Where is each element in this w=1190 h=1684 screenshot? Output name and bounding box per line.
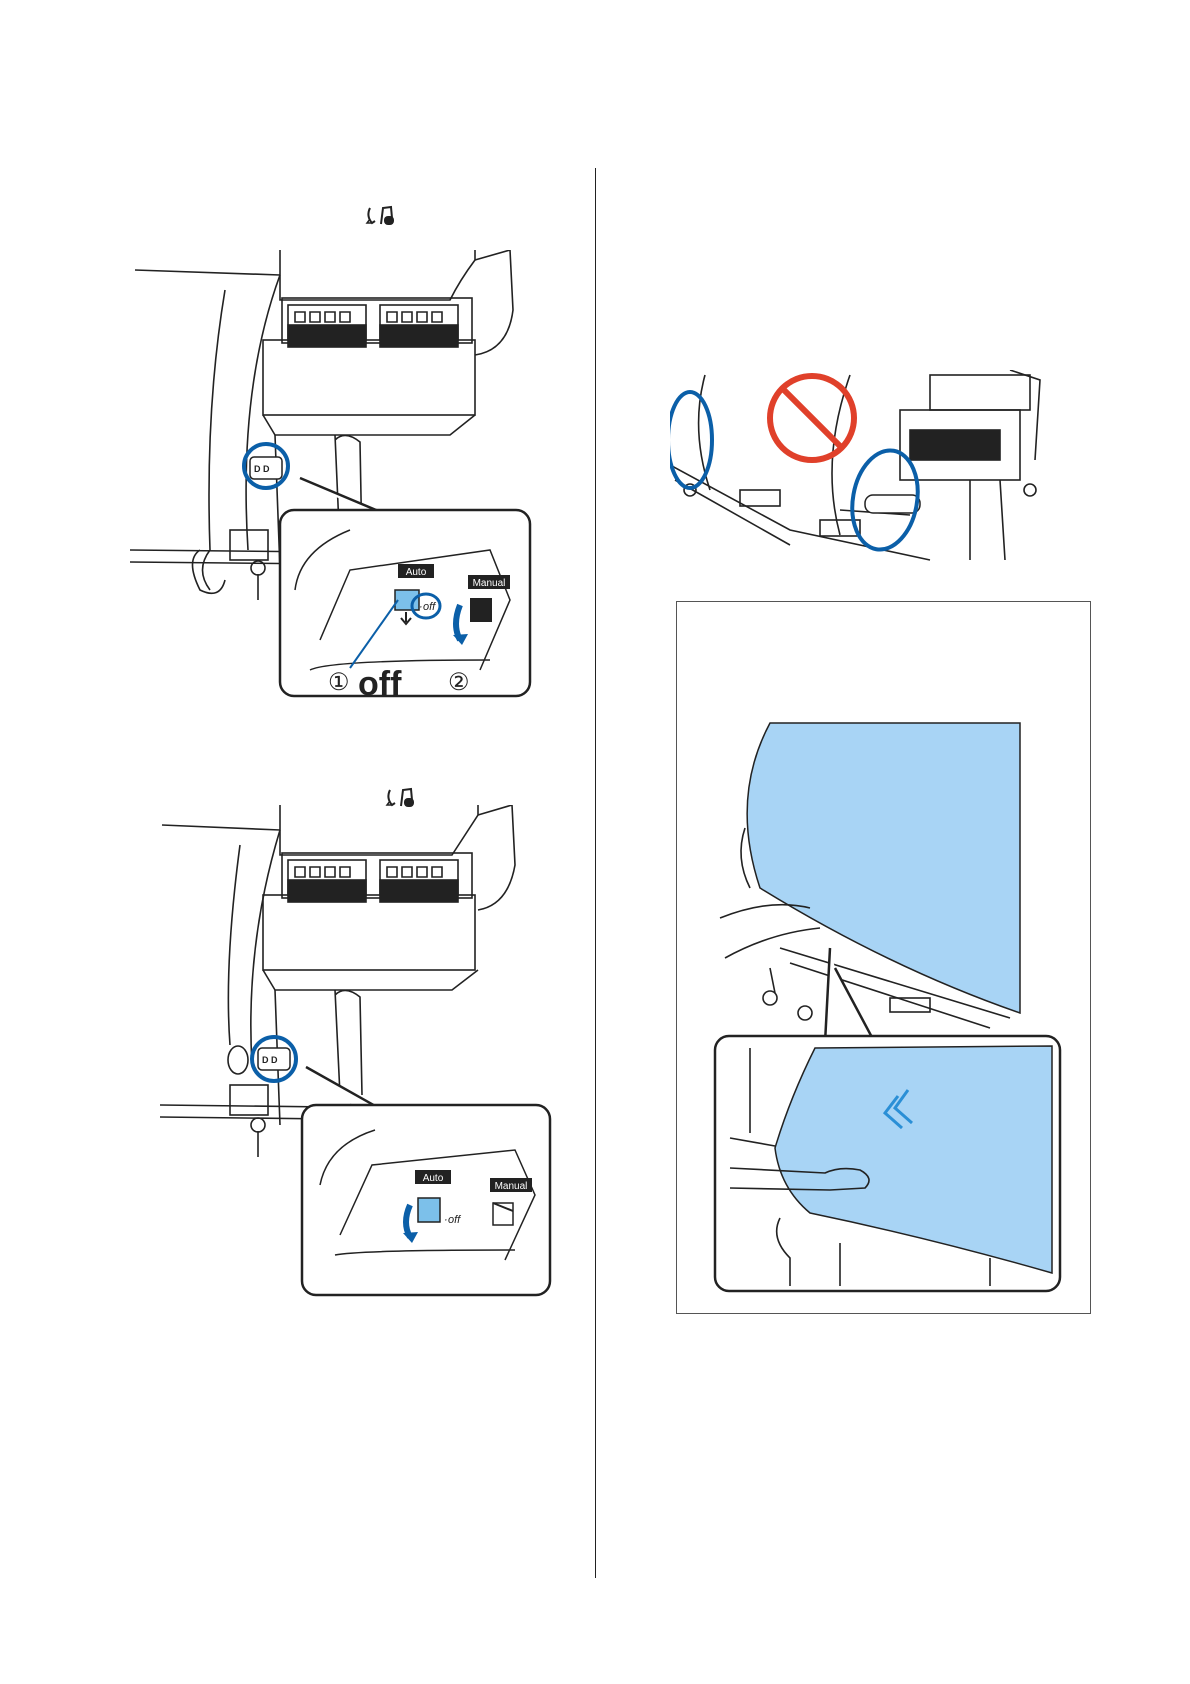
printer-figure-off: D D Auto Manual · off ① off ② — [130, 250, 580, 755]
step-marker-2: ② — [448, 669, 470, 696]
svg-text:D D: D D — [262, 1055, 278, 1065]
off-small-label: off — [423, 601, 436, 613]
off-small-label: off — [448, 1214, 461, 1226]
take-up-roll-icon — [364, 204, 406, 228]
off-big-label: off — [358, 665, 402, 703]
manual-label: Manual — [495, 1181, 528, 1192]
column-divider — [595, 168, 596, 1578]
svg-text:D D: D D — [254, 464, 270, 474]
printer-figure-auto: D D Auto Manual · off — [160, 805, 580, 1305]
prohibited-icon — [770, 376, 854, 460]
prohibited-handling-figure — [670, 370, 1050, 570]
auto-label: Auto — [423, 1173, 444, 1184]
media-smoothing-figure — [690, 718, 1080, 1298]
auto-label: Auto — [406, 567, 427, 578]
manual-label: Manual — [473, 578, 506, 589]
step-marker-1: ① — [328, 669, 350, 696]
